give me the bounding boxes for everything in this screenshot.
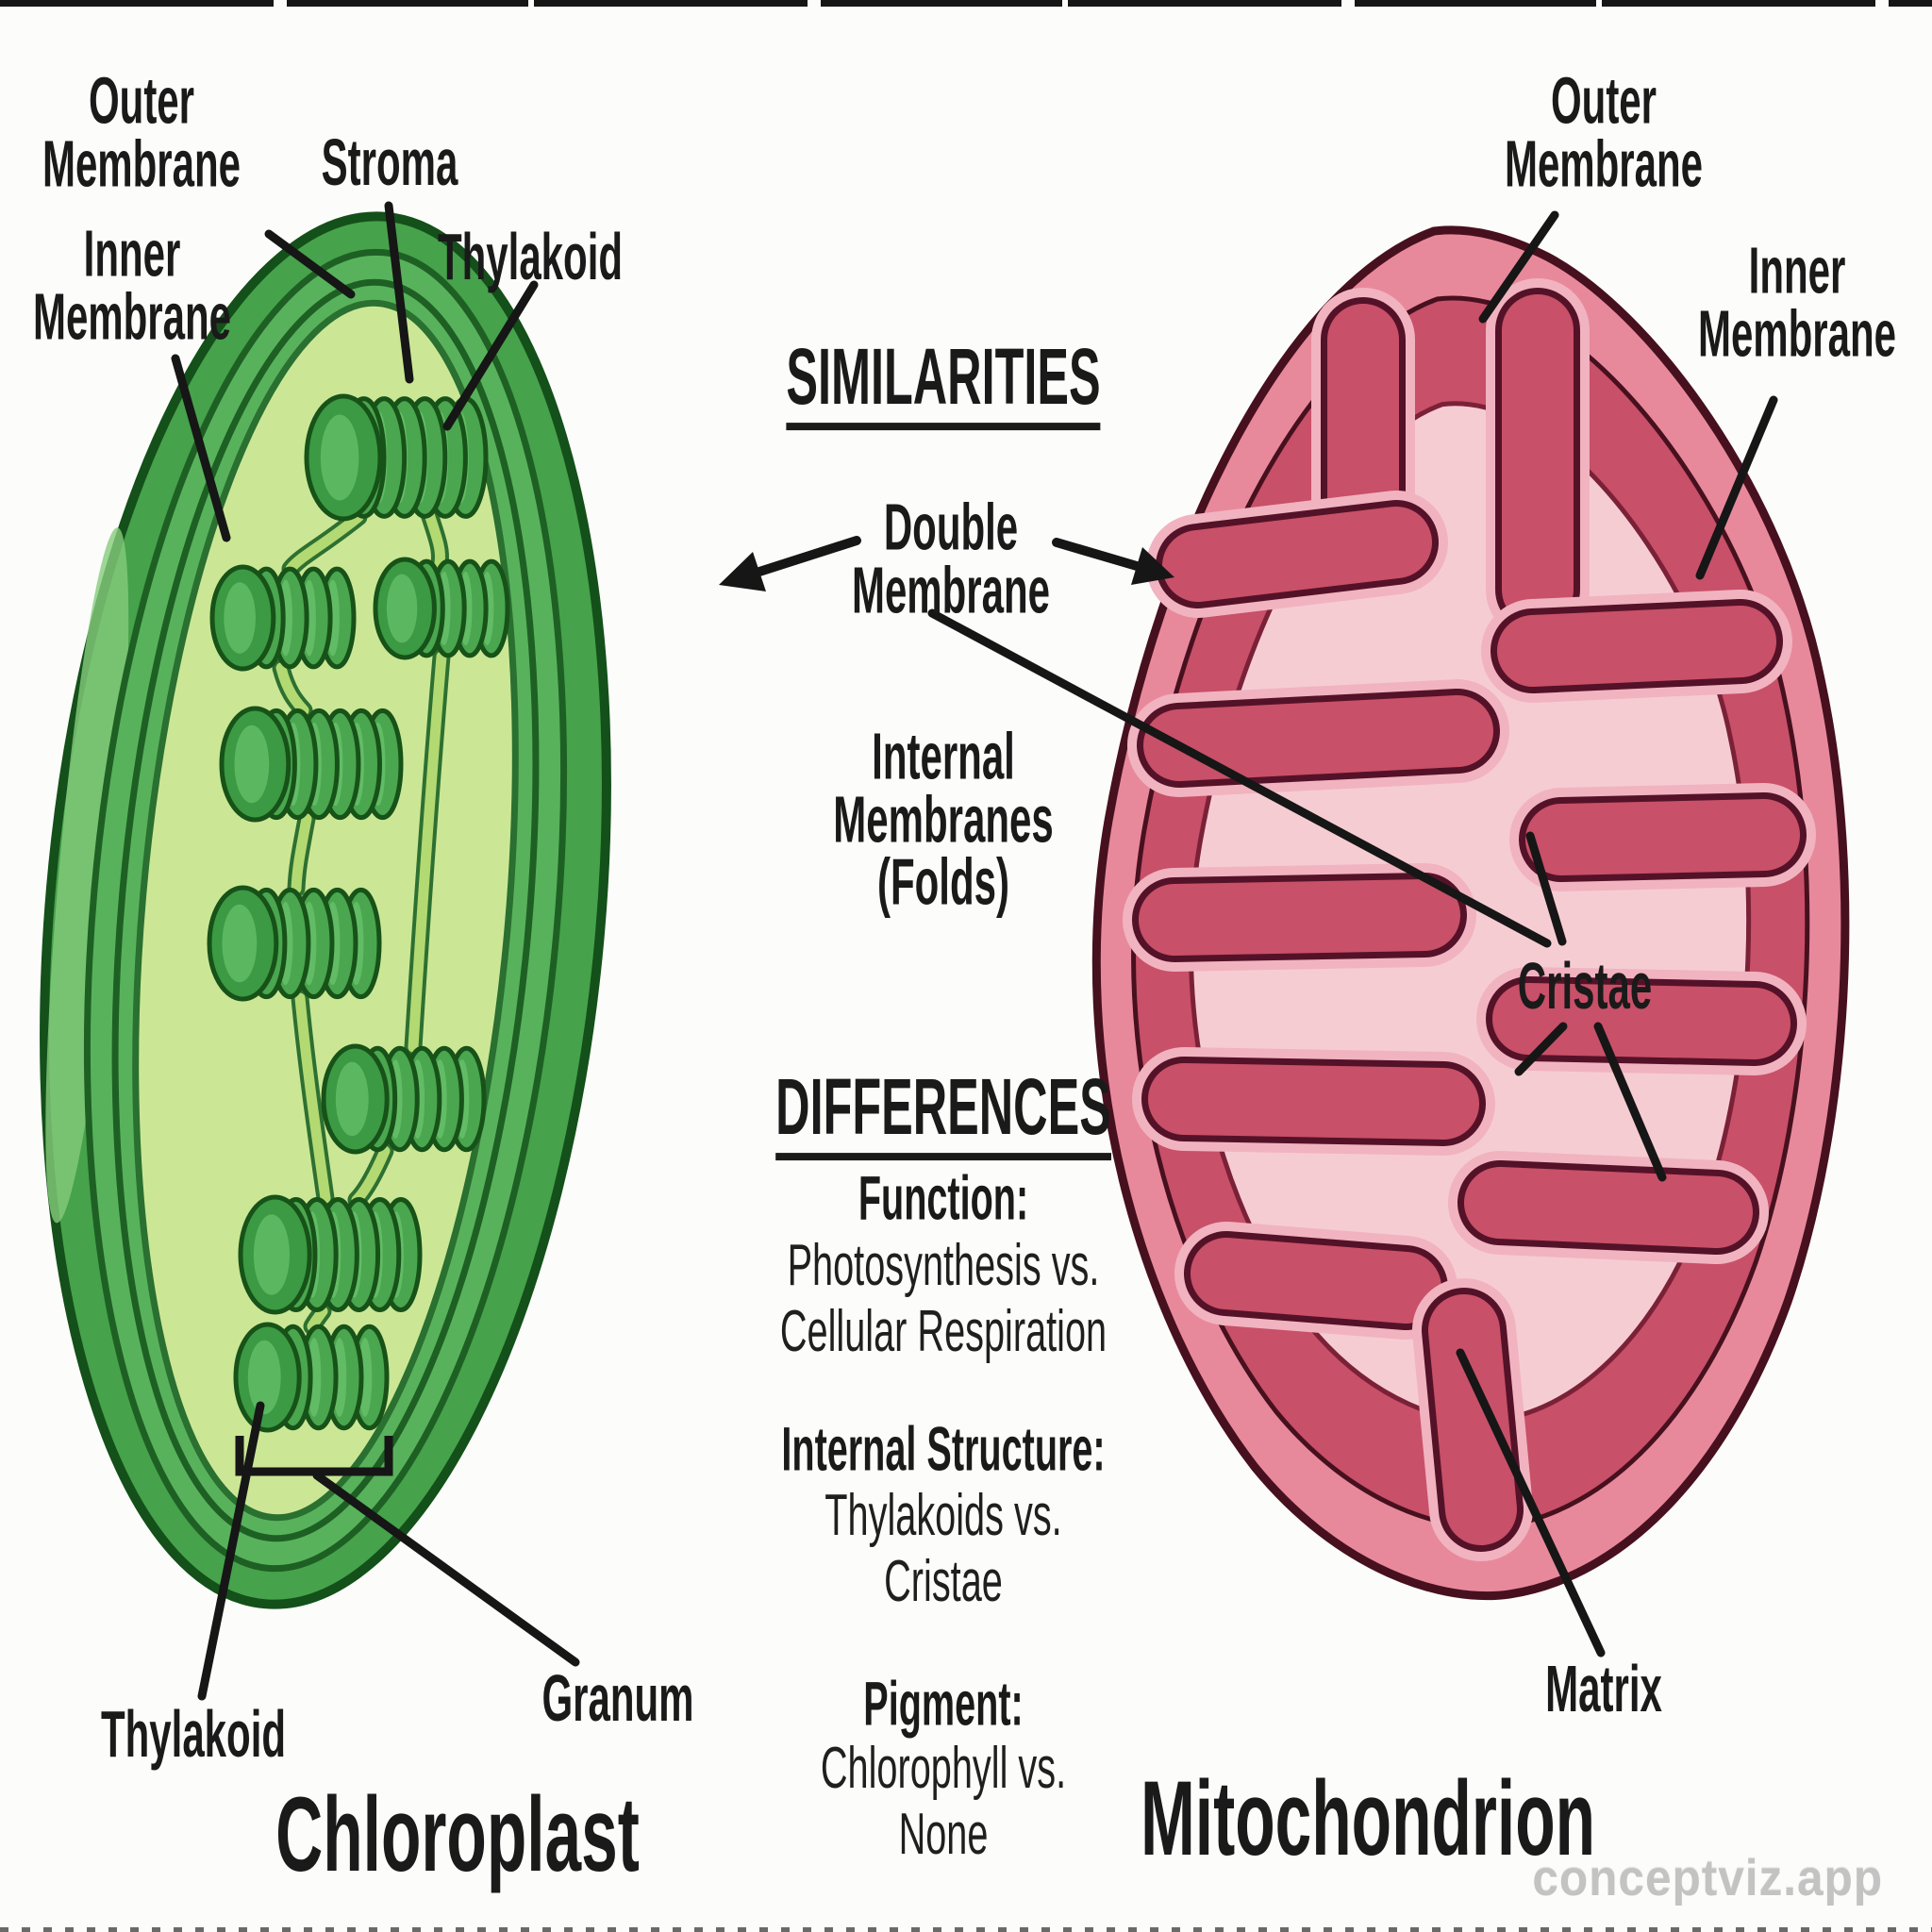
label-chloroplast-granum: Granum <box>541 1660 694 1735</box>
scan-edge-top <box>0 0 1932 7</box>
similarities-heading: SIMILARITIES <box>786 337 1101 430</box>
chloroplast-title: Chloroplast <box>275 1774 640 1893</box>
granum-stack <box>233 1322 390 1433</box>
cristae-folds <box>1123 278 1816 1561</box>
differences-heading: DIFFERENCES <box>775 1067 1111 1160</box>
difference-pigment-label: Pigment: <box>863 1668 1024 1739</box>
stroma-lamellae <box>272 505 451 1336</box>
granum-bracket <box>235 1436 393 1476</box>
label-chloroplast-outer-membrane: Outer Membrane <box>42 63 242 200</box>
difference-structure-value: Thylakoids vs. Cristae <box>824 1482 1062 1614</box>
difference-structure-label: Internal Structure: <box>781 1413 1106 1484</box>
label-mito-cristae: Cristae <box>1517 948 1653 1023</box>
arrow-left-icon <box>719 552 766 591</box>
label-chloroplast-thylakoid-top: Thylakoid <box>437 219 624 293</box>
granum-stack <box>207 885 382 1002</box>
label-chloroplast-thylakoid-bottom: Thylakoid <box>100 1696 287 1771</box>
label-mito-inner-membrane: Inner Membrane <box>1697 233 1897 370</box>
label-mito-outer-membrane: Outer Membrane <box>1504 63 1704 200</box>
label-leader-lines <box>171 201 1778 1701</box>
difference-pigment-value: Chlorophyll vs. None <box>820 1735 1067 1867</box>
label-chloroplast-stroma: Stroma <box>321 125 458 199</box>
granum-stack <box>219 706 404 823</box>
scan-edge-bottom <box>0 1927 1932 1932</box>
mitochondrion-title: Mitochondrion <box>1140 1758 1596 1877</box>
granum-stack <box>304 393 489 522</box>
label-mito-matrix: Matrix <box>1545 1651 1662 1725</box>
difference-function-label: Function: <box>858 1162 1029 1233</box>
difference-function-value: Photosynthesis vs. Cellular Respiration <box>779 1232 1108 1364</box>
mitochondrion-illustration <box>1091 225 1850 1601</box>
granum-stack <box>321 1043 487 1155</box>
label-chloroplast-inner-membrane: Inner Membrane <box>32 216 232 353</box>
label-internal-membranes: Internal Membranes (Folds) <box>833 719 1054 919</box>
granum-stack <box>238 1194 423 1315</box>
double-membrane-arrows <box>719 536 1174 591</box>
label-double-membrane: Double Membrane <box>851 490 1051 626</box>
arrow-right-icon <box>1131 547 1174 585</box>
granum-stack <box>209 564 357 672</box>
granum-stack <box>373 557 510 660</box>
watermark: conceptviz.app <box>1532 1850 1883 1907</box>
